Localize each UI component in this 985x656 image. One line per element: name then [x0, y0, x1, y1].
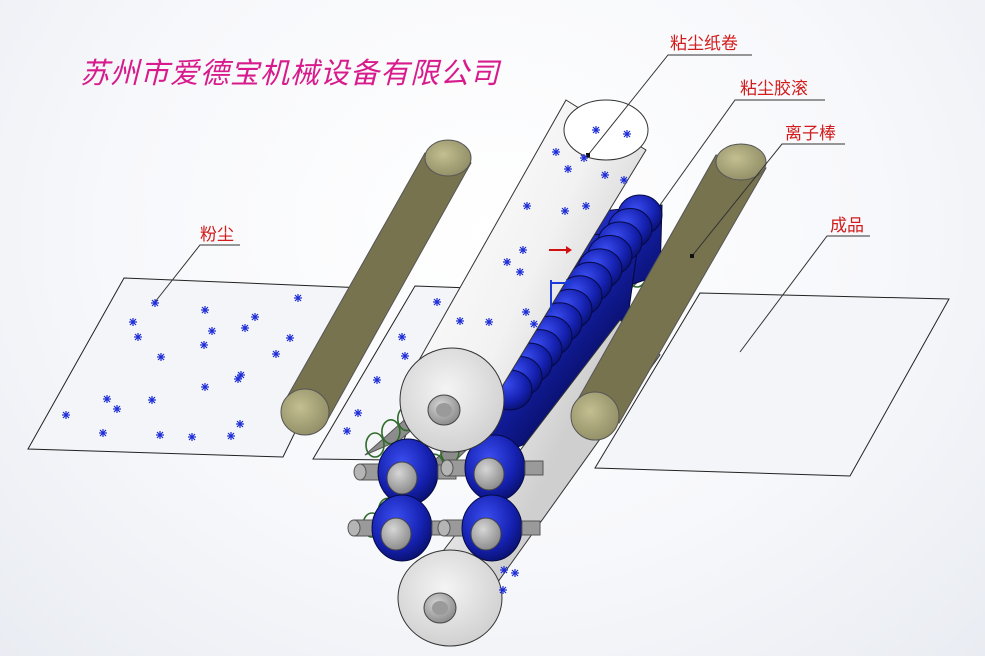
right-ion-bar: [570, 143, 767, 441]
rubber-roller-ends: [347, 434, 544, 562]
dust-particles: [62, 126, 631, 594]
label-paper-roll: 粘尘纸卷: [670, 34, 738, 54]
label-dust: 粉尘: [200, 225, 234, 245]
paper-roll: [399, 99, 649, 453]
axis-marker: [549, 246, 572, 312]
left-ion-bar: [280, 139, 472, 436]
finished-sheet: [594, 292, 950, 477]
label-rubber-roller: 粘尘胶滚: [740, 79, 808, 99]
leader-lines: [154, 54, 870, 353]
label-finished-product: 成品: [830, 216, 864, 236]
label-ion-bar: 离子棒: [785, 124, 836, 144]
company-name: 苏州市爱德宝机械设备有限公司: [80, 56, 501, 90]
